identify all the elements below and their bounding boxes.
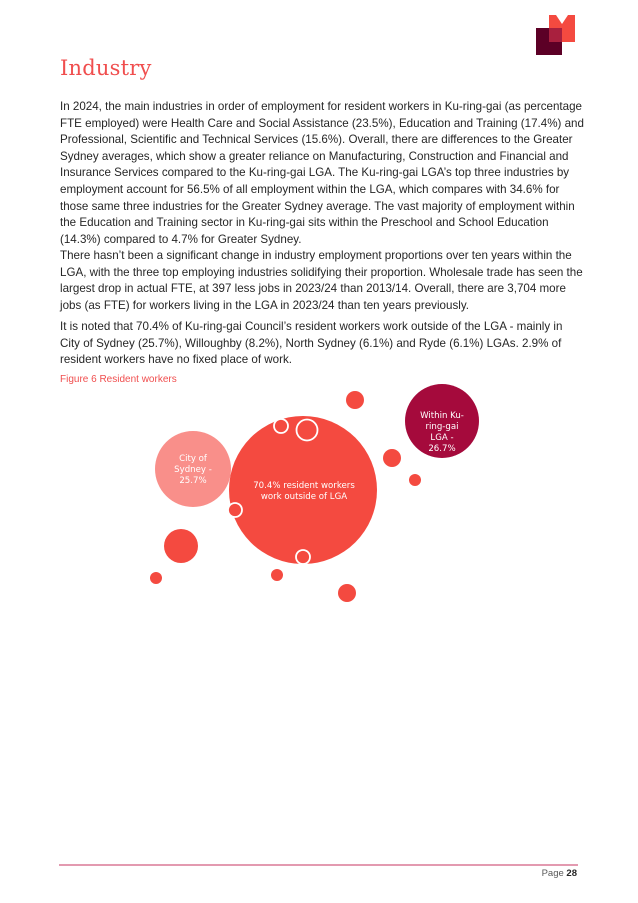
- bubble-label-within-line1: Within Ku-: [420, 411, 464, 421]
- bubble-label-city-line3: 25.7%: [179, 476, 206, 486]
- bubble-label-within-line4: 26.7%: [428, 444, 455, 454]
- bubble-label-within-line2: ring-gai: [425, 422, 458, 432]
- bubble-label-outside-line1: 70.4% resident workers: [253, 481, 355, 491]
- footer-divider: [59, 864, 578, 866]
- paragraph-industries: In 2024, the main industries in order of…: [60, 100, 584, 246]
- decorative-bubble: [346, 391, 364, 409]
- page-number-value: 28: [566, 868, 577, 879]
- figure-caption: Figure 6 Resident workers: [60, 374, 177, 385]
- bubble-label-city-line2: Sydney -: [174, 465, 212, 475]
- bubble-city-of-sydney: [155, 431, 231, 507]
- decorative-bubble: [150, 572, 162, 584]
- paragraph-change: There hasn’t been a significant change i…: [60, 249, 583, 312]
- decorative-bubble-outlined: [227, 502, 243, 518]
- decorative-bubble: [338, 584, 356, 602]
- bubble-within-ku-ring-gai: [405, 384, 479, 458]
- decorative-bubble: [271, 569, 283, 581]
- bubble-label-outside-line2: work outside of LGA: [261, 492, 347, 502]
- paragraph-resident-workers: It is noted that 70.4% of Ku-ring-gai Co…: [60, 320, 563, 367]
- decorative-bubble-outlined: [273, 418, 289, 434]
- bubble-label-within-line3: LGA -: [430, 433, 453, 443]
- decorative-bubble: [383, 449, 401, 467]
- decorative-bubble: [409, 474, 421, 486]
- page-number: Page 28: [542, 868, 577, 879]
- m-logo-icon: [536, 15, 575, 55]
- page-title: Industry: [60, 56, 152, 80]
- bubble-outside-lga: [229, 416, 377, 564]
- decorative-bubble-outlined: [295, 549, 311, 565]
- decorative-bubble: [164, 529, 198, 563]
- page-label: Page: [541, 868, 564, 879]
- decorative-bubble-outlined: [295, 418, 319, 442]
- bubble-label-city-line1: City of: [179, 454, 208, 464]
